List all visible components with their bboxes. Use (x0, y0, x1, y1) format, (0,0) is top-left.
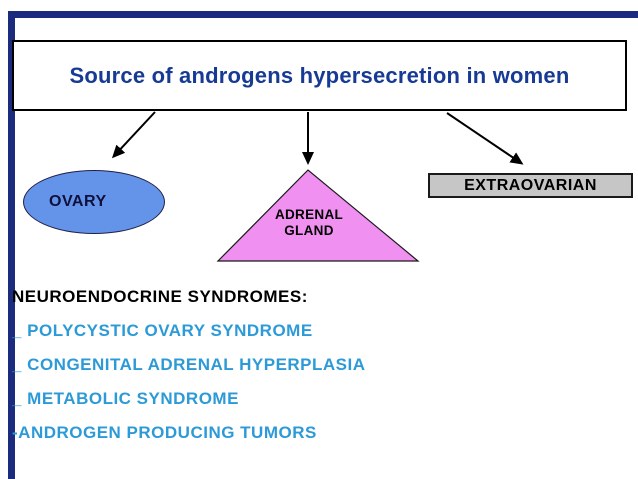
top-border-bar (10, 11, 638, 18)
title-box: Source of androgens hypersecretion in wo… (12, 40, 627, 111)
adrenal-triangle-shape (216, 169, 420, 262)
adrenal-label-line2: GLAND (284, 223, 334, 238)
slide-title: Source of androgens hypersecretion in wo… (69, 62, 570, 88)
list-item-congenital: _ CONGENITAL ADRENAL HYPERPLASIA (12, 355, 366, 374)
list-heading: NEUROENDOCRINE SYNDROMES: (12, 287, 308, 306)
left-border-bar (8, 11, 15, 479)
adrenal-gland-label: ADRENAL GLAND (248, 207, 370, 239)
list-item-androgen-tumors: -ANDROGEN PRODUCING TUMORS (12, 423, 317, 442)
extraovarian-label: EXTRAOVARIAN (464, 176, 597, 194)
ovary-label: OVARY (49, 193, 107, 210)
arrow-to-ovary (111, 111, 156, 159)
syndrome-list: NEUROENDOCRINE SYNDROMES: _ POLYCYSTIC O… (12, 280, 612, 450)
arrow-to-extraovarian (446, 112, 524, 165)
ovary-ellipse: OVARY (23, 170, 165, 234)
list-item-metabolic: _ METABOLIC SYNDROME (12, 389, 239, 408)
list-item-polycystic: _ POLYCYSTIC OVARY SYNDROME (12, 321, 313, 340)
extraovarian-box: EXTRAOVARIAN (428, 173, 633, 198)
adrenal-label-line1: ADRENAL (274, 207, 344, 222)
